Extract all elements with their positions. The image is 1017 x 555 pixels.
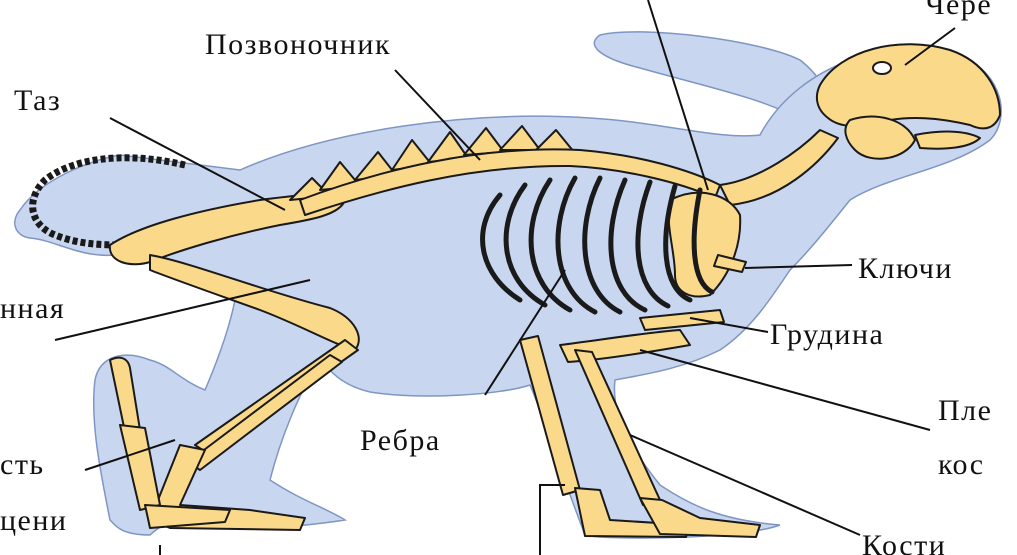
leader-paw (540, 485, 565, 555)
label-femur: нная (0, 292, 65, 325)
label-humerus-line2: кос (938, 448, 985, 481)
label-tarsus-line2: цени (0, 504, 67, 537)
label-ribs: Ребра (360, 424, 441, 457)
label-clavicle: Ключи (858, 252, 953, 285)
label-skull: Чере (925, 0, 992, 21)
label-humerus-line1: Пле (938, 394, 992, 427)
label-sternum: Грудина (770, 318, 884, 351)
label-tarsus-line1: сть (0, 448, 45, 481)
label-spine: Позвоночник (205, 28, 391, 61)
leader-humerus (640, 350, 930, 430)
label-pelvis: Таз (14, 84, 61, 117)
label-forelimb: Кости (862, 529, 946, 555)
